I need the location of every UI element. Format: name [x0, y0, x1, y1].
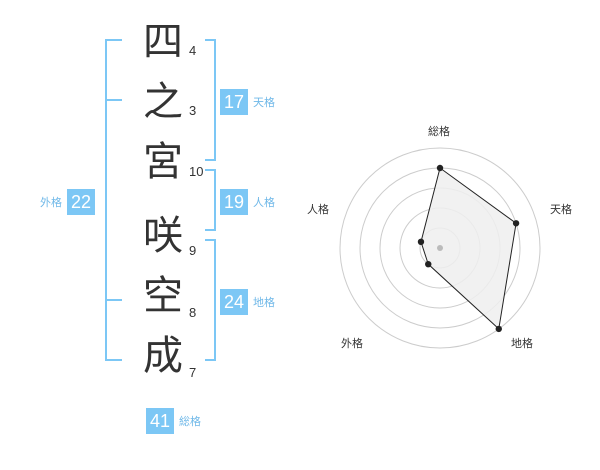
radar-label-soukaku: 総格 [428, 125, 450, 138]
chikaku-value: 24 [220, 289, 248, 315]
radar-label-jinkaku: 人格 [307, 203, 329, 216]
gaikaku-bracket [105, 39, 122, 361]
radar-point-4 [425, 260, 432, 268]
jinkaku-label: 人格 [253, 196, 275, 209]
radar-series-polygon [420, 167, 517, 330]
radar-label-tenkaku: 天格 [550, 203, 572, 216]
gaikaku-badge: 外格 22 [40, 189, 95, 215]
name-char-1: 四 [143, 19, 183, 65]
radar-grid-ring-5 [339, 147, 541, 349]
gaikaku-label: 外格 [40, 196, 62, 209]
stroke-count-5: 8 [189, 305, 197, 320]
chikaku-badge: 24 地格 [220, 289, 275, 315]
soukaku-label: 総格 [179, 415, 201, 428]
soukaku-value: 41 [146, 408, 174, 434]
tenkaku-value: 17 [220, 89, 248, 115]
chikaku-label: 地格 [253, 296, 275, 309]
stroke-count-4: 9 [189, 243, 197, 258]
tenkaku-badge: 17 天格 [220, 89, 275, 115]
radar-center-dot [437, 245, 443, 251]
radar-point-1 [436, 164, 444, 172]
chikaku-bracket [205, 239, 216, 361]
tenkaku-label: 天格 [253, 96, 275, 109]
name-char-4: 咲 [143, 213, 183, 259]
radar-label-gaikaku: 外格 [341, 337, 363, 350]
radar-point-5 [417, 238, 425, 246]
name-char-6: 成 [143, 333, 183, 379]
radar-point-2 [512, 220, 520, 227]
radar-point-3 [495, 325, 502, 333]
jinkaku-value: 19 [220, 189, 248, 215]
tenkaku-bracket [205, 39, 216, 161]
radar-label-chikaku: 地格 [511, 337, 533, 350]
soukaku-badge: 41 総格 [146, 408, 201, 434]
gaikaku-value: 22 [67, 189, 95, 215]
stroke-count-2: 3 [189, 103, 197, 118]
name-char-5: 空 [143, 273, 183, 319]
name-char-3: 宮 [143, 139, 183, 185]
jinkaku-badge: 19 人格 [220, 189, 275, 215]
jinkaku-bracket [205, 169, 216, 231]
name-char-2: 之 [143, 79, 183, 125]
stroke-count-3: 10 [189, 164, 204, 179]
stroke-count-6: 7 [189, 365, 197, 380]
stroke-count-1: 4 [189, 43, 197, 58]
